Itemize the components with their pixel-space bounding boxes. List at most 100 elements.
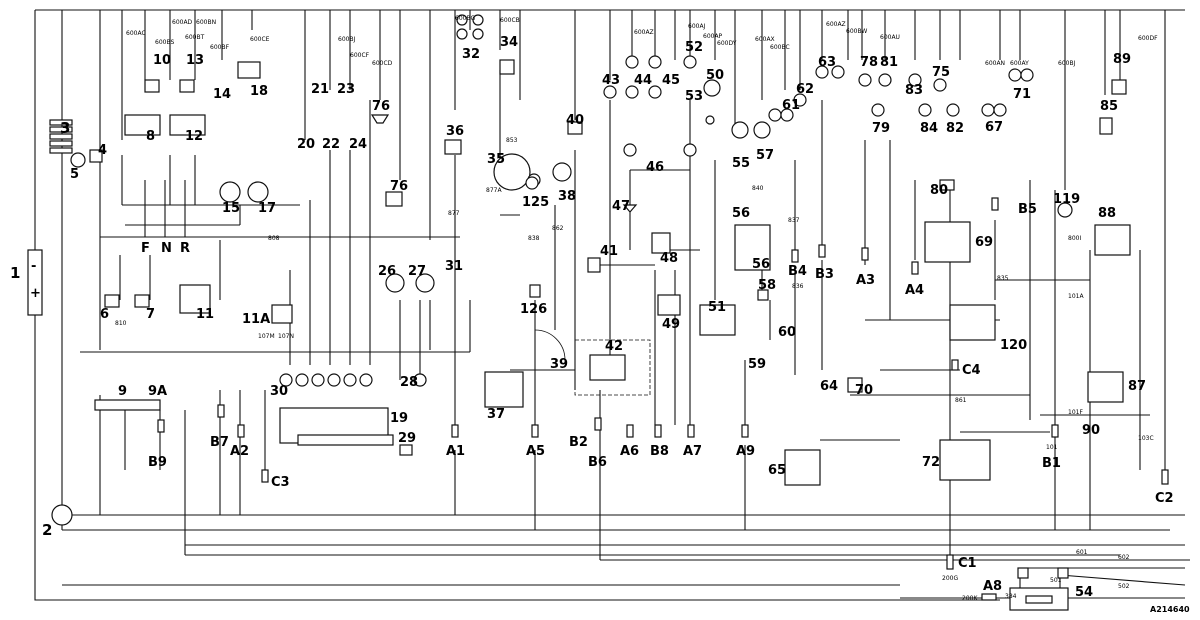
- label-38: 38: [558, 189, 576, 204]
- label-69: 69: [975, 235, 993, 250]
- label-11: 11: [196, 307, 214, 322]
- wire-label: 600BG: [455, 15, 475, 22]
- wire-label: 600AJ: [688, 23, 706, 30]
- label-21: 21: [311, 82, 329, 97]
- label-79: 79: [872, 121, 890, 136]
- speaker-left-icon: [1017, 567, 1029, 579]
- label-10: 10: [153, 53, 171, 68]
- wire-label: 838: [528, 235, 540, 242]
- wire-label: 600CD: [372, 60, 393, 67]
- wire-label: 600AP: [703, 33, 723, 40]
- label-55: 55: [732, 156, 750, 171]
- connector-a6: A6: [620, 444, 639, 459]
- label-46: 46: [646, 160, 664, 175]
- wires: [34, 9, 1190, 601]
- label-29: 29: [398, 431, 416, 446]
- wire-label: 600DF: [1138, 35, 1158, 42]
- label-63: 63: [818, 55, 836, 70]
- wire-label: 600AZ: [826, 21, 846, 28]
- label-71: 71: [1013, 87, 1031, 102]
- fuse-stack-3: [49, 119, 73, 154]
- label-12: 12: [185, 129, 203, 144]
- wire-label: 600BN: [196, 19, 216, 26]
- label-59: 59: [748, 357, 766, 372]
- wire-label: 600AX: [755, 36, 775, 43]
- label-15: 15: [222, 201, 240, 216]
- label-47: 47: [612, 199, 630, 214]
- flasher-unit-35: [493, 153, 531, 191]
- wire-label: 600AN: [985, 60, 1005, 67]
- label-18: 18: [250, 84, 268, 99]
- connector-c1: C1: [958, 556, 977, 571]
- connector-a2: A2: [230, 444, 249, 459]
- label-81: 81: [880, 55, 898, 70]
- label-37: 37: [487, 407, 505, 422]
- wire-label: 600BW: [846, 28, 867, 35]
- label-8: 8: [146, 129, 155, 144]
- label-53: 53: [685, 89, 703, 104]
- connector-c4: C4: [962, 363, 981, 378]
- connector-a3: A3: [856, 273, 875, 288]
- battery-minus: -: [31, 259, 36, 274]
- wire-label: 101: [1046, 444, 1058, 451]
- label-83: 83: [905, 83, 923, 98]
- wire-label: 600BJ: [338, 36, 356, 43]
- label-13: 13: [186, 53, 204, 68]
- connector-b3: B3: [815, 267, 834, 282]
- wire-label: 600BS: [155, 39, 174, 46]
- label-6: 6: [100, 307, 109, 322]
- label-87: 87: [1128, 379, 1146, 394]
- drawing-reference: A214640: [1150, 605, 1190, 614]
- label-58: 58: [758, 278, 776, 293]
- wire-code-labels: 600AC 600AD 600BN 600BG 600CB 600BS 600B…: [115, 15, 1158, 602]
- label-61: 61: [782, 98, 800, 113]
- label-36: 36: [446, 124, 464, 139]
- label-42: 42: [605, 339, 623, 354]
- wire-label: 502: [1118, 583, 1130, 590]
- label-78: 78: [860, 55, 878, 70]
- label-54: 54: [1075, 585, 1093, 600]
- motor-icon: [70, 152, 86, 168]
- label-72: 72: [922, 455, 940, 470]
- wire-label: 836: [792, 283, 804, 290]
- wire-label: 877: [448, 210, 460, 217]
- wire-label: 200K: [962, 595, 978, 602]
- wire-label: 600BF: [210, 44, 230, 51]
- label-67: 67: [985, 120, 1003, 135]
- label-27: 27: [408, 264, 426, 279]
- label-88: 88: [1098, 206, 1116, 221]
- wire-label: 810: [115, 320, 127, 327]
- gauge-27: [415, 273, 435, 293]
- gear-r: R: [180, 241, 190, 256]
- connector-b8: B8: [650, 444, 669, 459]
- battery-plus: +: [30, 286, 41, 301]
- connector-b2: B2: [569, 435, 588, 450]
- battery-symbol: [27, 249, 43, 316]
- label-22: 22: [322, 137, 340, 152]
- wire-label: 600CB: [500, 17, 520, 24]
- wire-label: 600AY: [1010, 60, 1029, 67]
- connector-a5: A5: [526, 444, 545, 459]
- connector-c3: C3: [271, 475, 290, 490]
- connector-b7: B7: [210, 435, 229, 450]
- label-20: 20: [297, 137, 315, 152]
- connector-a7: A7: [683, 444, 702, 459]
- wire-label: 103C: [1138, 435, 1154, 442]
- wire-label: 101A: [1068, 293, 1084, 300]
- wire-label: 808: [268, 235, 280, 242]
- label-56-second: 56: [752, 257, 770, 272]
- wire-label: 837: [788, 217, 800, 224]
- label-49: 49: [662, 317, 680, 332]
- label-7: 7: [146, 307, 155, 322]
- wire-label: 200G: [942, 575, 958, 582]
- label-1: 1: [10, 264, 20, 282]
- label-84: 84: [920, 121, 938, 136]
- wire-label: 501: [1050, 577, 1062, 584]
- component-labels: 1 2 3 4 5 6 7 8 9 9A 10 11 11A 12 13 14 …: [10, 35, 1146, 600]
- label-56: 56: [732, 206, 750, 221]
- gear-f: F: [141, 241, 150, 256]
- wire-label: 600BC: [770, 44, 790, 51]
- wire-label: 861: [955, 397, 967, 404]
- label-26: 26: [378, 264, 396, 279]
